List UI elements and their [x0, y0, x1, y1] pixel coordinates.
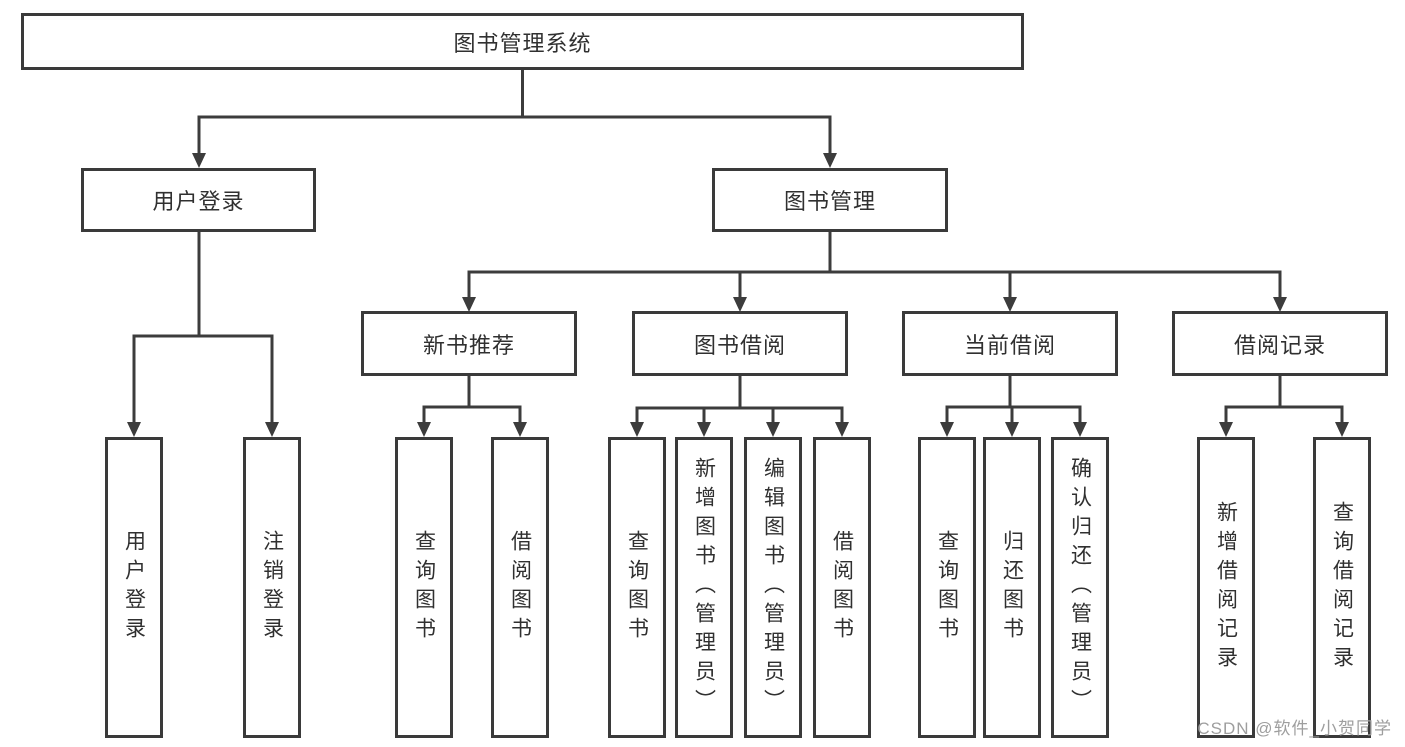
leaf-add-borrow-record: 新增借阅记录 [1197, 437, 1255, 738]
node-user-login-branch: 用户登录 [81, 168, 316, 232]
node-root-library-management-system: 图书管理系统 [21, 13, 1024, 70]
node-new-book-recommend: 新书推荐 [361, 311, 577, 376]
leaf-query-books-current: 查询图书 [918, 437, 976, 738]
leaf-confirm-return-admin: 确认归还（管理员） [1051, 437, 1109, 738]
node-borrowing-records: 借阅记录 [1172, 311, 1388, 376]
leaf-query-books-borrowing: 查询图书 [608, 437, 666, 738]
leaf-borrow-books-recommend: 借阅图书 [491, 437, 549, 738]
node-book-management-branch: 图书管理 [712, 168, 948, 232]
leaf-query-borrow-record: 查询借阅记录 [1313, 437, 1371, 738]
csdn-watermark: CSDN @软件_小贺同学 [1197, 719, 1392, 738]
node-book-borrowing: 图书借阅 [632, 311, 848, 376]
leaf-borrow-books-borrowing: 借阅图书 [813, 437, 871, 738]
leaf-query-books-recommend: 查询图书 [395, 437, 453, 738]
leaf-return-book: 归还图书 [983, 437, 1041, 738]
leaf-edit-book-admin: 编辑图书（管理员） [744, 437, 802, 738]
node-current-borrowing: 当前借阅 [902, 311, 1118, 376]
leaf-user-login: 用户登录 [105, 437, 163, 738]
leaf-logout: 注销登录 [243, 437, 301, 738]
leaf-add-book-admin: 新增图书（管理员） [675, 437, 733, 738]
